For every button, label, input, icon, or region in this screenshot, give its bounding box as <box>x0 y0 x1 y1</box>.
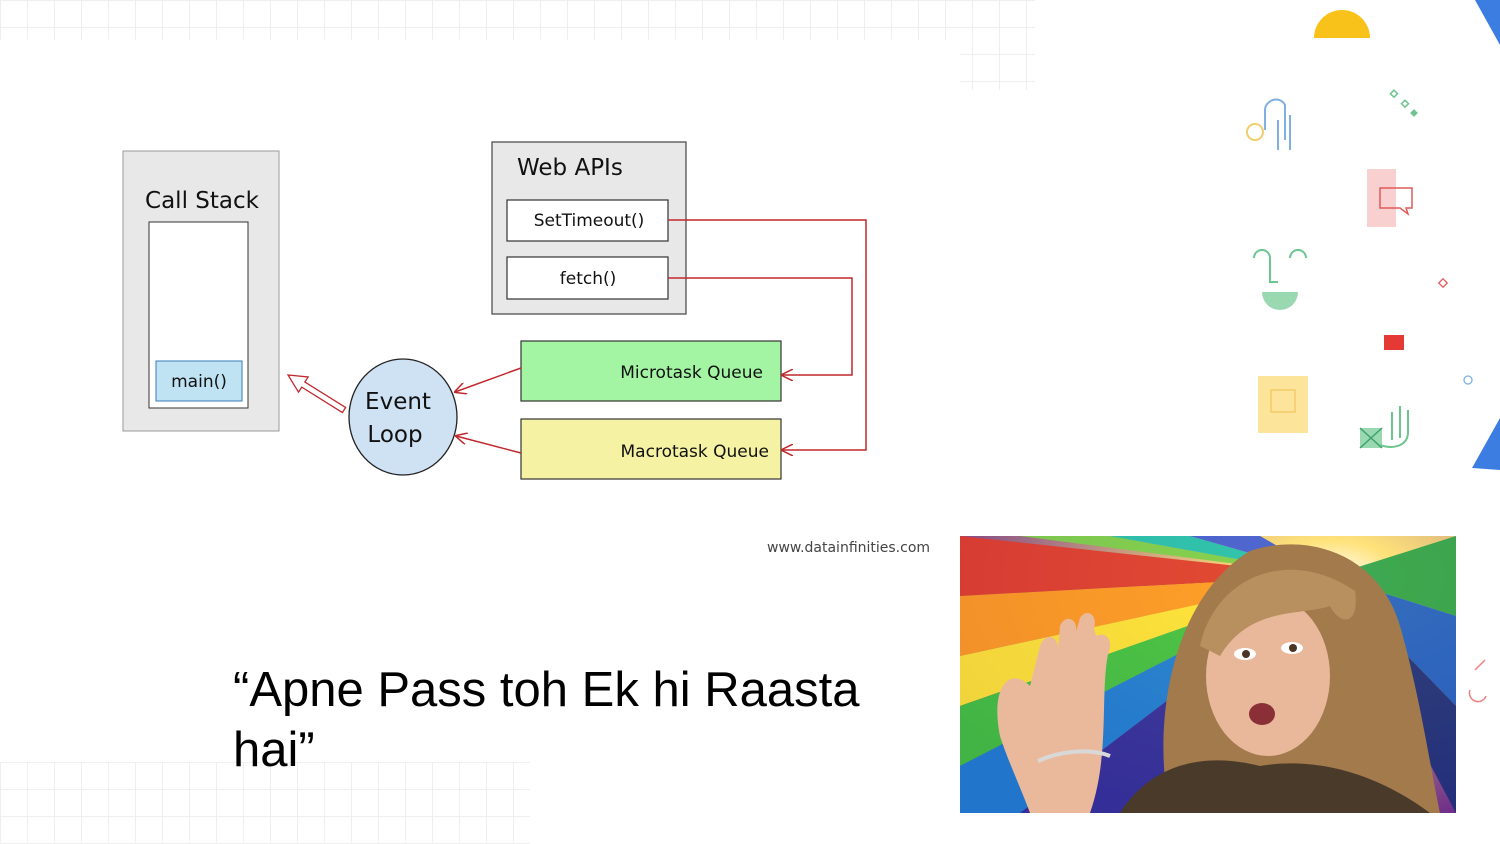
event-loop-label-1: Event <box>365 389 431 415</box>
macrotask-to-eventloop-arrow <box>456 436 522 454</box>
settimeout-to-macrotask-arrow <box>668 219 867 450</box>
main-frame-label: main() <box>171 372 227 392</box>
website-watermark: www.datainfinities.com <box>767 540 931 556</box>
pink-squiggle-icon <box>1468 659 1487 703</box>
blue-triangle-side-icon <box>1472 418 1500 470</box>
face-icon <box>1253 249 1307 310</box>
call-stack-title: Call Stack <box>145 188 260 214</box>
fetch-to-microtask-arrow <box>668 277 853 375</box>
eventloop-to-callstack-arrow <box>286 374 347 414</box>
chat-bubble-icon <box>1379 187 1413 217</box>
small-circle-icon <box>1463 375 1473 385</box>
settimeout-label: SetTimeout() <box>534 211 645 231</box>
background-grid-fade <box>0 40 960 100</box>
macrotask-queue: Macrotask Queue <box>520 418 782 480</box>
blue-triangle-top-icon <box>1475 0 1500 45</box>
event-loop-label-2: Loop <box>367 422 422 448</box>
microtask-queue-label: Microtask Queue <box>620 363 763 383</box>
web-apis-title: Web APIs <box>517 155 623 181</box>
small-diamond-icons <box>1389 89 1418 117</box>
microtask-to-eventloop-arrow <box>455 367 522 392</box>
main-frame <box>155 360 243 402</box>
fetch-label: fetch() <box>560 269 617 289</box>
call-stack: Call Stack main() <box>122 150 280 432</box>
quote-text: “Apne Pass toh Ek hi Raasta hai” <box>233 663 860 777</box>
macrotask-queue-label: Macrotask Queue <box>621 442 769 462</box>
yellow-semicircle-icon <box>1314 10 1370 38</box>
fetch-box <box>506 256 669 300</box>
settimeout-box <box>506 199 669 242</box>
event-loop-diagram: Call Stack main() Web APIs SetTimeout() … <box>122 141 867 480</box>
event-loop: Event Loop <box>348 358 458 476</box>
pink-rectangle-icon <box>1367 169 1396 227</box>
meme-photo <box>960 536 1456 813</box>
hand-outline-icon-top <box>1246 98 1291 150</box>
background-grid-bottom <box>0 762 530 844</box>
microtask-queue: Microtask Queue <box>520 340 782 402</box>
red-diamond-icon <box>1437 277 1449 289</box>
decorative-shapes <box>1246 0 1500 703</box>
red-square-icon <box>1384 335 1404 350</box>
yellow-square-icon <box>1258 376 1308 433</box>
hand-envelope-icon <box>1359 406 1409 449</box>
web-apis: Web APIs SetTimeout() fetch() <box>491 141 687 315</box>
surprised-woman-rainbow-photo-icon <box>960 536 1456 813</box>
